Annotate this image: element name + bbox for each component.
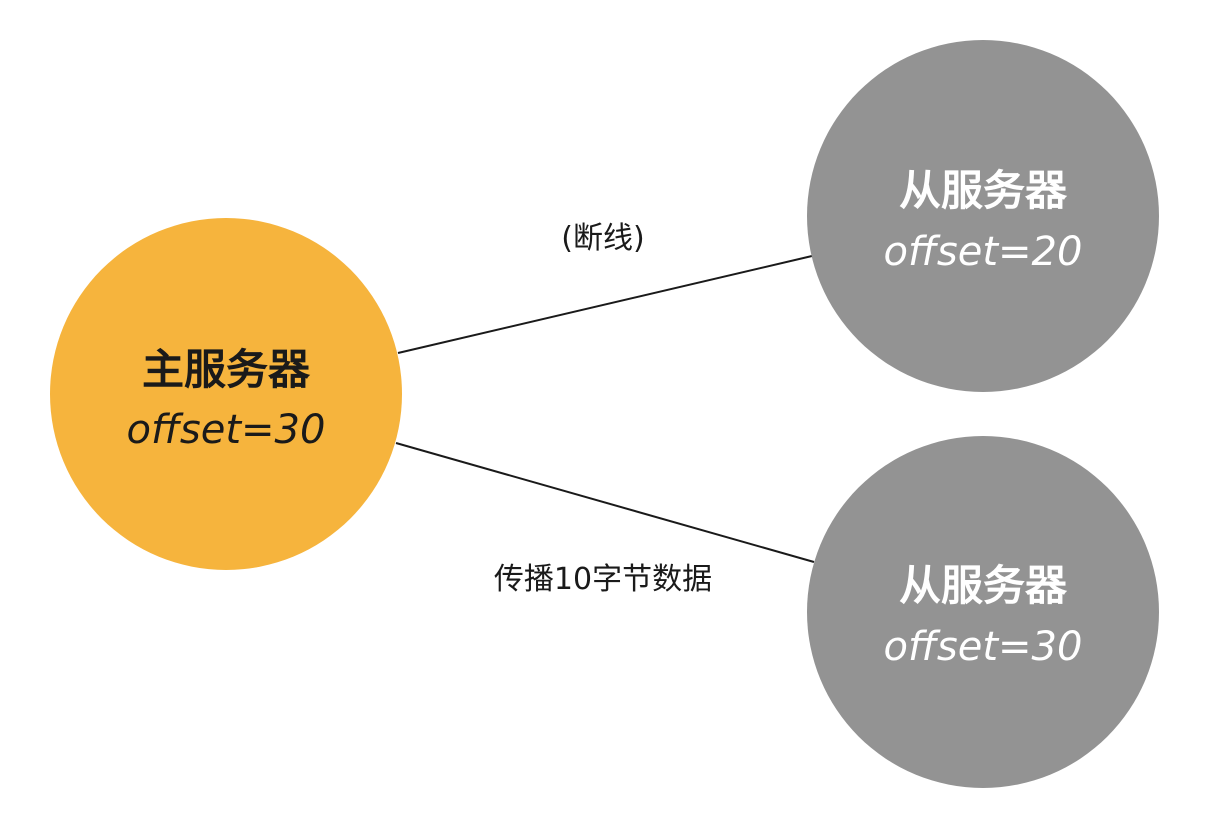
slave-server-top-title: 从服务器 [899,166,1068,215]
edge-label-propagate: 传播10字节数据 [494,562,712,597]
master-server-circle [50,218,402,570]
slave-server-top-node: 从服务器 offset=20 [807,40,1159,392]
slave-server-bottom-circle [807,436,1159,788]
slave-server-bottom-title: 从服务器 [899,561,1068,610]
edge-label-disconnected: (断线) [561,221,644,256]
slave-server-bottom-offset: offset=30 [884,624,1083,670]
slave-server-bottom-node: 从服务器 offset=30 [807,436,1159,788]
slave-server-top-circle [807,40,1159,392]
master-server-offset: offset=30 [127,407,326,453]
edge-master-to-slave-top [397,255,813,354]
master-server-title: 主服务器 [142,345,311,394]
edge-master-to-slave-bottom [395,442,815,563]
slave-server-top-offset: offset=20 [884,229,1083,275]
master-server-node: 主服务器 offset=30 [50,218,402,570]
